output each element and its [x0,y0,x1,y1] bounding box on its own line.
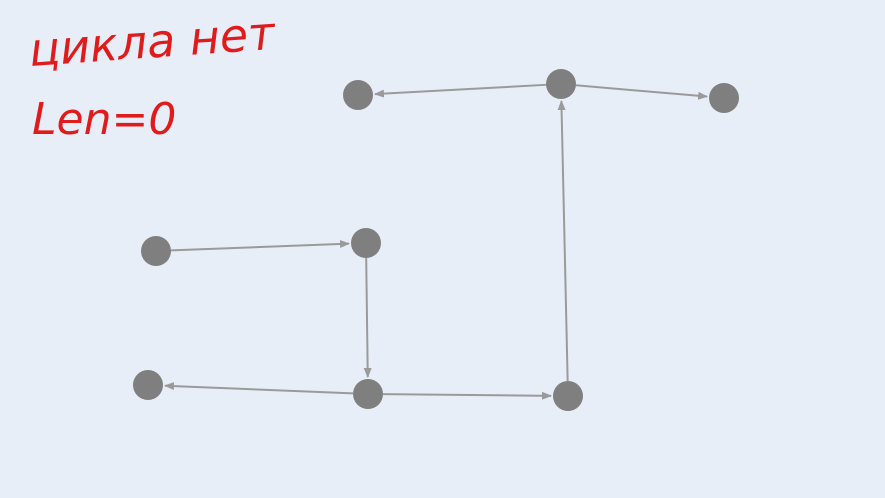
graph-node-g[interactable] [353,379,383,409]
edge-g-h [382,391,553,400]
graph-node-d[interactable] [141,236,171,266]
edge-e-g [363,257,372,379]
graph-node-a[interactable] [343,80,373,110]
edge-layer [163,83,709,400]
graph-node-h[interactable] [553,381,583,411]
edge-b-a [373,83,547,98]
graph-node-f[interactable] [133,370,163,400]
annotation-length: Len=0 [32,94,176,145]
graph-node-b[interactable] [546,69,576,99]
graph-node-e[interactable] [351,228,381,258]
edge-d-e [170,239,351,252]
edge-g-f [163,382,354,395]
graph-node-c[interactable] [709,83,739,113]
edge-b-c [575,84,709,100]
annotation-no-cycle: цикла нет [27,6,278,77]
edge-h-b [557,99,569,382]
node-layer [133,69,739,411]
